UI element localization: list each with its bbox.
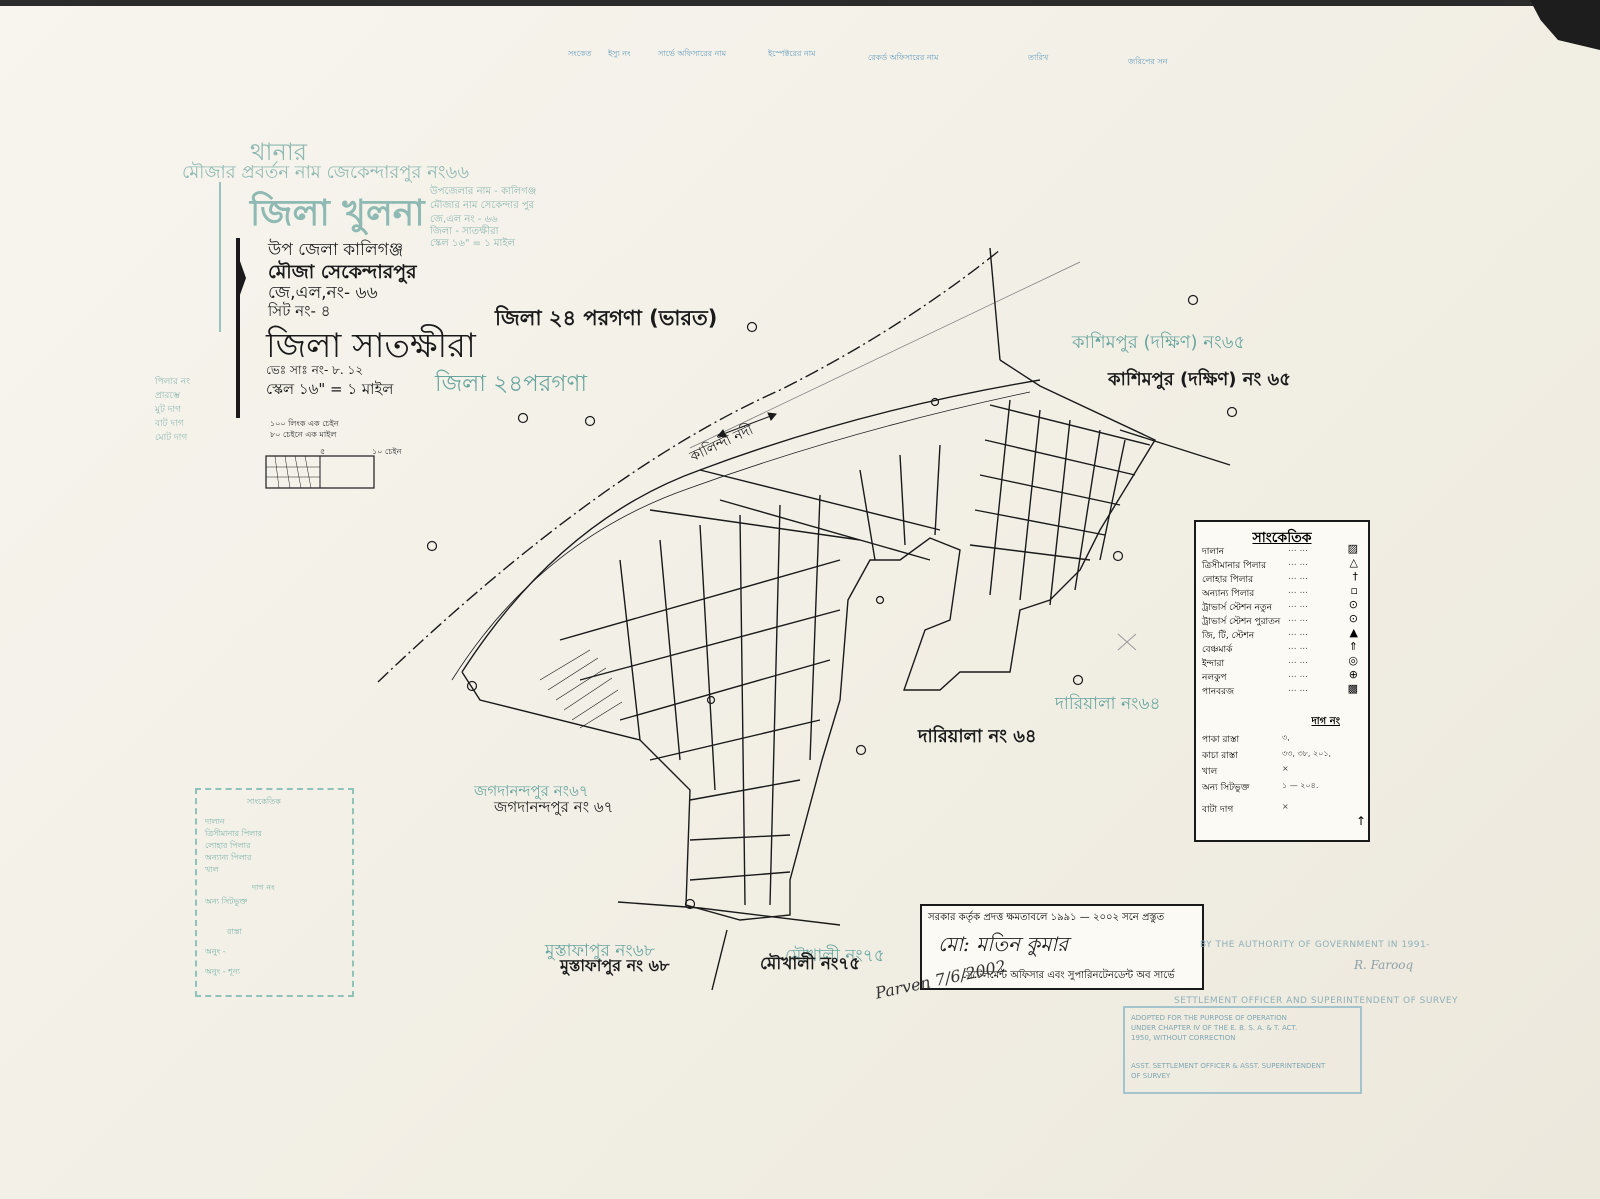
faint-right-3: জে,এল নং - ৬৬ <box>430 214 498 225</box>
strip-col-3: সার্ভে অফিসারের নাম <box>658 49 727 58</box>
building-icon: ▨ <box>1347 542 1358 555</box>
benchmark-icon: ⇑ <box>1348 640 1358 653</box>
legend-row: ট্রাভার্স স্টেশন নতুন... ...⊙ <box>1202 598 1358 613</box>
district-title: জিলা সাতক্ষীরা <box>266 326 476 366</box>
scale-bar <box>265 455 375 489</box>
jl-number: জে,এল,নং- ৬৬ <box>268 283 378 303</box>
dag-row: বাটা দাগ× <box>1202 802 1289 815</box>
legend-row: অন্যান্য পিলার... ...▫ <box>1202 584 1358 599</box>
side-note-3: মুট দাগ <box>155 405 181 415</box>
strip-col-5: রেকর্ড অফিসারের নাম <box>868 53 939 62</box>
sheet-number: সিট নং- ৪ <box>268 302 331 320</box>
label-district-24-parganas-faint: জিলা ২৪পরগণা <box>435 371 588 397</box>
label-dariyala: দারিয়ালা নং ৬৪ <box>918 726 1037 747</box>
faint-district: জিলা খুলনা <box>250 193 425 234</box>
dag-row: পাকা রাস্তা৩, <box>1202 733 1290 745</box>
legend-row: নলকুপ... ...⊕ <box>1202 668 1358 683</box>
upazila-label: উপ জেলা কালিগঞ্জ <box>268 240 404 260</box>
dag-title: দাগ নং <box>1311 716 1340 727</box>
dag-row: খাল× <box>1202 764 1289 777</box>
label-district-24-parganas: জিলা ২৪ পরগণা (ভারত) <box>495 306 718 330</box>
side-note-1: পিলার নং <box>155 377 191 387</box>
revision-strip: সংকেত ইস্যু নং সার্ভে অফিসারের নাম ইস্পে… <box>568 48 1248 88</box>
label-kashimpur: কাশিমপুর (দক্ষিণ) নং ৬৫ <box>1108 369 1291 390</box>
label-dariyala-faint: দারিয়ালা নং৬৪ <box>1055 694 1161 714</box>
legend-row: জি, টি, স্টেশন... ...▲ <box>1202 626 1358 641</box>
legend-row: বেঞ্চমার্ক... ...⇑ <box>1202 640 1358 655</box>
scale-label: স্কেল ১৬" = ১ মাইল <box>266 380 394 398</box>
north-mark-icon: ↑ <box>1356 814 1367 828</box>
north-arrow-bar <box>236 238 240 418</box>
north-arrow-icon <box>236 250 246 306</box>
side-note-4: বাট দাগ <box>155 419 184 429</box>
scale-end-label: ১০ চেইন <box>372 447 402 456</box>
label-kashimpur-faint: কাশিমপুর (দক্ষিণ) নং৬৫ <box>1072 332 1246 353</box>
chain-note-1: ১০০ লিংক এক চেইন <box>270 419 339 428</box>
officer-signature: মো: মতিন কুমার <box>938 932 1069 956</box>
english-authority: BY THE AUTHORITY OF GOVERNMENT IN 1991- <box>1200 940 1431 950</box>
legend-box: সাংকেতিক দালান... ...▨ ত্রিসীমানার পিলার… <box>1194 520 1370 842</box>
tubewell-icon: ⊕ <box>1348 668 1358 681</box>
label-jagadanandapur: জগদানন্দপুর নং ৬৭ <box>494 798 614 816</box>
faint-right-5: স্কেল ১৬" = ১ মাইল <box>430 238 515 249</box>
traverse-old-icon: ⊙ <box>1348 612 1358 625</box>
label-moukhali: মৌখালী নং৭৫ <box>760 954 861 974</box>
legend-row: লোহার পিলার... ...† <box>1202 570 1359 585</box>
gt-station-icon: ▲ <box>1349 626 1358 639</box>
english-officer-title: SETTLEMENT OFFICER AND SUPERINTENDENT OF… <box>1174 996 1459 1006</box>
authority-box: সরকার কর্তৃক প্রদত্ত ক্ষমতাবলে ১৯৯১ — ২০… <box>920 904 1204 990</box>
faint-right-2: মৌজার নাম সেকেন্দার পুর <box>430 200 535 211</box>
scale-mid-label: ৫ <box>320 447 326 456</box>
well-icon: ◎ <box>1348 654 1358 667</box>
legend-row: দালান... ...▨ <box>1202 542 1358 557</box>
dag-row: কাচা রাস্তা৩৩, ৩৮, ২০১, <box>1202 749 1332 761</box>
english-signature: R. Farooq <box>1354 958 1414 972</box>
faint-right-4: জিলা - সাতক্ষীরা <box>430 226 499 237</box>
mouza-label: মৌজা সেকেন্দারপুর <box>268 261 417 283</box>
iron-pillar-icon: † <box>1352 570 1359 583</box>
authority-text: সরকার কর্তৃক প্রদত্ত ক্ষমতাবলে ১৯৯১ — ২০… <box>928 912 1165 923</box>
strip-col-1: সংকেত <box>568 49 592 58</box>
adoption-stamp: ADOPTED FOR THE PURPOSE OF OPERATION UND… <box>1123 1006 1362 1094</box>
sheets-note: ভেঃ সাঃ নং- ৮. ১২ <box>266 363 364 377</box>
other-pillar-icon: ▫ <box>1350 584 1358 597</box>
faint-thana: থানার <box>250 138 307 166</box>
tri-junction-pillar-icon: △ <box>1349 556 1358 569</box>
side-note-5: মোট দাগ <box>155 433 188 443</box>
strip-col-4: ইস্পেক্টরের নাম <box>768 49 816 58</box>
top-edge <box>0 0 1600 6</box>
strip-col-2: ইস্যু নং <box>608 49 631 58</box>
label-mustafapur: মুস্তাফাপুর নং ৬৮ <box>560 956 670 975</box>
label-mustafapur-faint: মুস্তাফাপুর নং৬৮ <box>545 941 655 961</box>
legend-stamp-faint: সাংকেতিক দালান ত্রিসীমানার পিলার লোহার প… <box>195 788 354 997</box>
chain-note-2: ৮০ চেইনে এক মাইল <box>270 430 337 439</box>
traverse-new-icon: ⊙ <box>1348 598 1358 611</box>
faint-mouza-line: মৌজার প্রবর্তন নাম জেকেন্দারপুর নং৬৬ <box>182 162 470 183</box>
legend-row: পানবরজ... ...▩ <box>1202 682 1358 697</box>
officer-title: সেটেলমেন্ট অফিসার এবং সুপারিনটেনডেন্ট অব… <box>962 970 1175 981</box>
legend-row: ত্রিসীমানার পিলার... ...△ <box>1202 556 1358 571</box>
faint-north-arrow <box>214 182 226 332</box>
betel-garden-icon: ▩ <box>1347 682 1358 695</box>
legend-row: ট্রাভার্স স্টেশন পুরাতন... ...⊙ <box>1202 612 1358 627</box>
strip-col-6: তারিখ <box>1028 53 1049 62</box>
strip-col-7: জরিপের সন <box>1128 57 1168 66</box>
legend-title: সাংকেতিক <box>1252 530 1312 546</box>
side-note-2: প্রারম্ভে <box>155 391 181 401</box>
faint-right-1: উপজেলার নাম - কালিগঞ্জ <box>430 186 537 197</box>
label-jagadanandapur-faint: জগদানন্দপুর নং৬৭ <box>474 782 589 800</box>
legend-row: ইন্দারা... ...◎ <box>1202 654 1358 669</box>
label-moukhali-faint: মৌখালী নং৭৫ <box>785 946 885 966</box>
